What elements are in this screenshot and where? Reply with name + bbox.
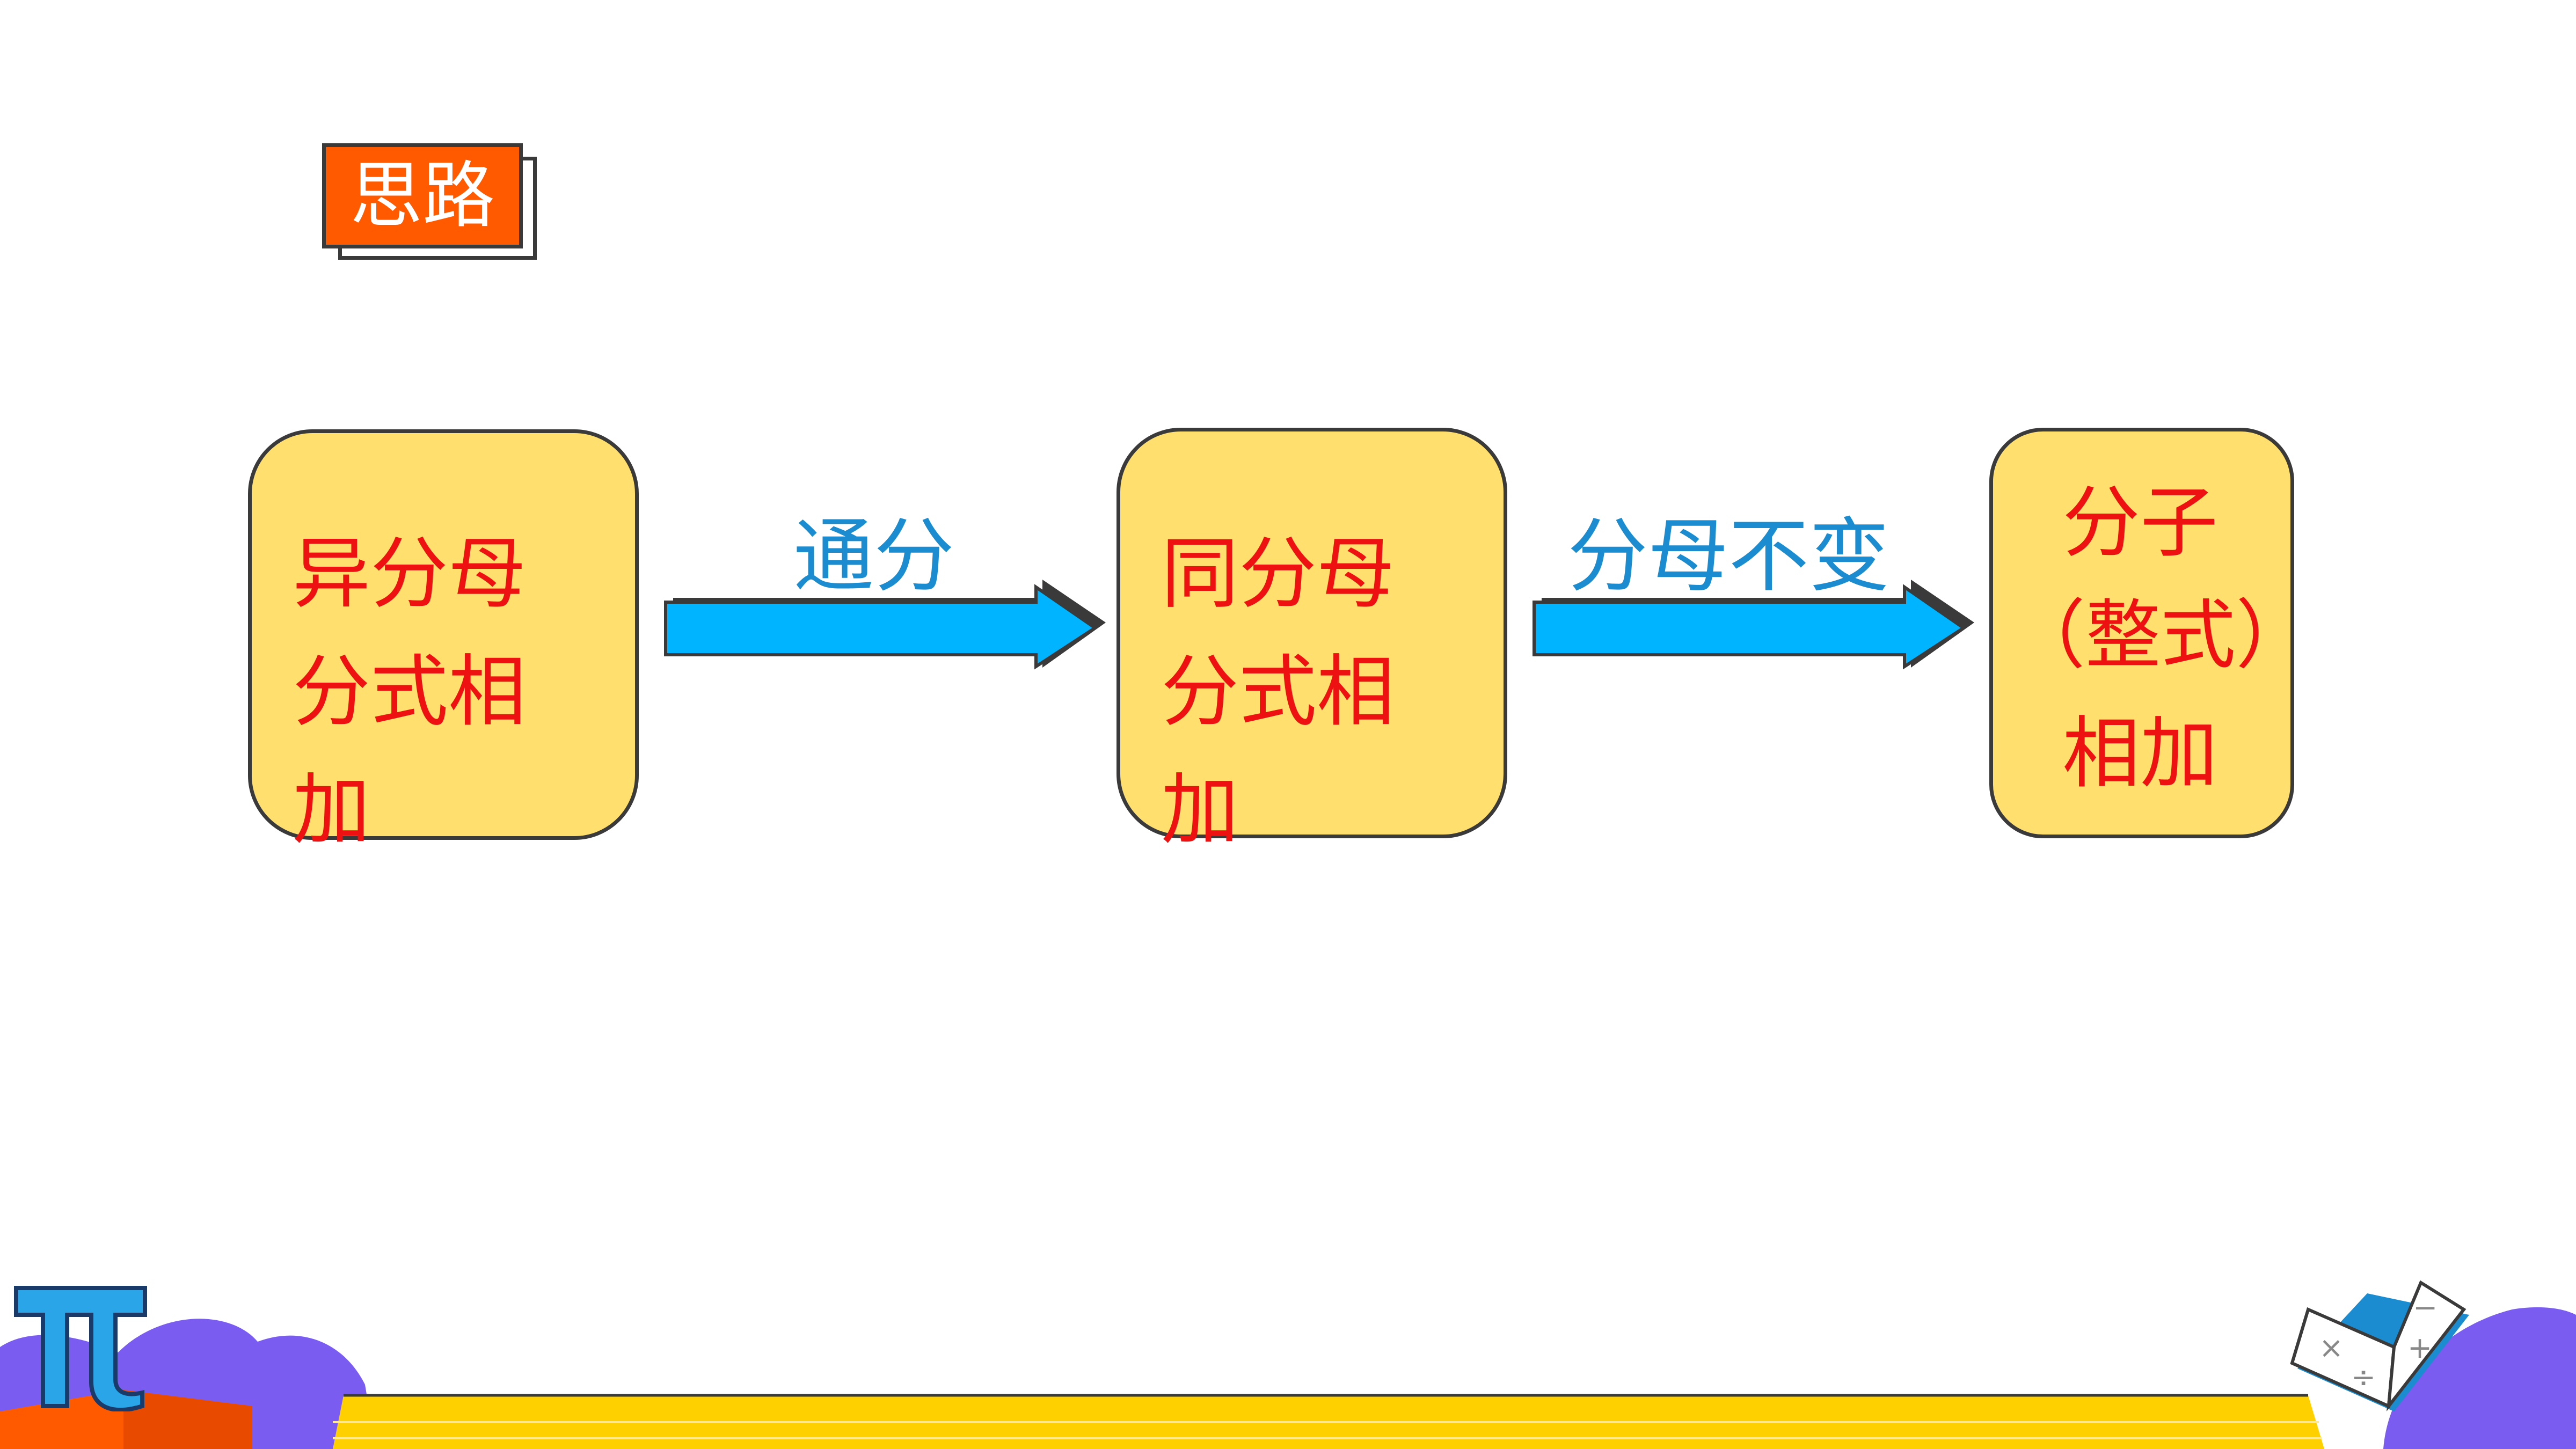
svg-text:−: − [2413,1290,2438,1324]
step-3-line-3: 相加 [2062,708,2218,799]
arrow-2-label: 分母不变 [1567,510,1890,603]
title-badge: 思路 [322,143,523,248]
svg-text:÷: ÷ [2351,1360,2376,1394]
svg-text:×: × [2319,1330,2344,1365]
step-2-line-2: 分式相 [1161,647,1395,737]
step-box-3 [1989,428,2294,838]
step-3-line-1: 分子 [2062,478,2218,568]
step-1-line-1: 异分母 [293,529,526,619]
step-box-1 [248,429,639,840]
svg-text:+: + [2407,1330,2432,1365]
pi-icon [14,1286,147,1411]
arrow-1-label: 通分 [793,510,955,603]
step-box-2 [1116,428,1507,838]
step-3-line-2: （整式） [2010,592,2311,679]
arrow-2 [1533,580,1974,670]
step-2-line-1: 同分母 [1161,529,1395,619]
open-book-icon: × ÷ − + [2290,1280,2469,1411]
arrow-1 [664,580,1106,670]
step-2-line-3: 加 [1161,765,1239,855]
footer-decoration [0,1307,2576,1449]
step-1-line-2: 分式相 [293,647,526,737]
step-1-line-3: 加 [293,765,370,855]
